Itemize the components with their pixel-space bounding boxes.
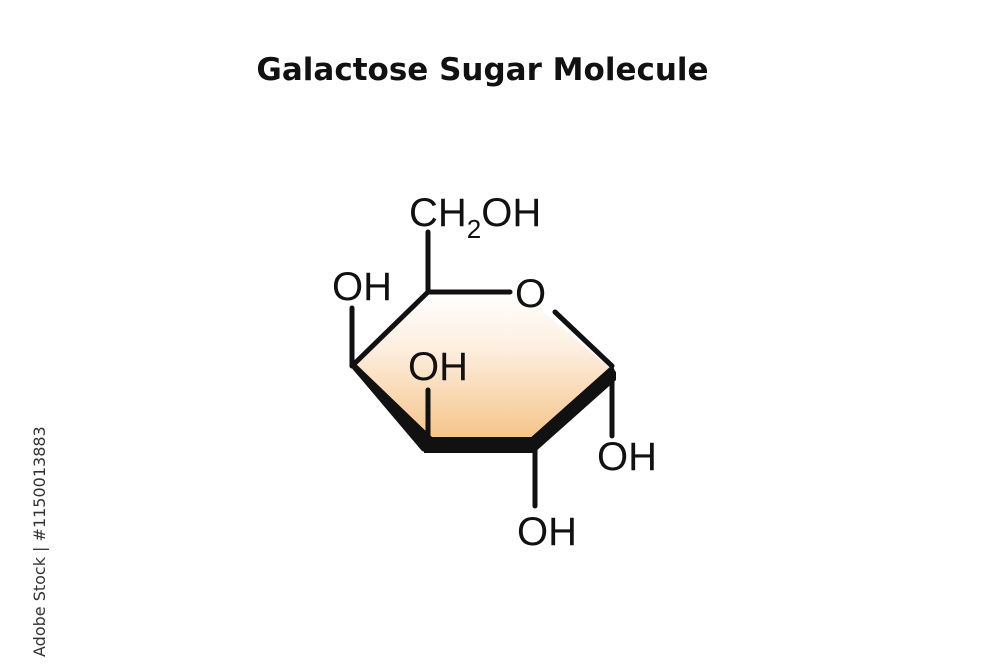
c1-hydroxyl-label: OH xyxy=(597,435,657,479)
bond-o-c1 xyxy=(552,309,615,369)
wedge-c2-c1 xyxy=(528,366,616,453)
stock-id-text: Adobe Stock | #1150013883 xyxy=(30,426,49,657)
wedge-c3-c2 xyxy=(424,437,536,453)
wedge-bonds xyxy=(350,362,616,453)
ring-fill xyxy=(352,292,612,445)
stock-watermark-side: Adobe Stock | #1150013883 xyxy=(6,426,49,657)
c2-hydroxyl-label: OH xyxy=(517,510,577,554)
c4-hydroxyl-label: OH xyxy=(332,265,392,309)
diagram-title: Galactose Sugar Molecule xyxy=(256,52,709,88)
ring-oxygen-label: O xyxy=(515,272,546,316)
bond-lines xyxy=(349,229,615,509)
ch2oh-label: CH2OH xyxy=(409,191,541,244)
wedge-c4-c3 xyxy=(350,362,432,453)
c3-hydroxyl-label: OH xyxy=(408,345,468,389)
bond-c5-c4 xyxy=(349,289,431,369)
